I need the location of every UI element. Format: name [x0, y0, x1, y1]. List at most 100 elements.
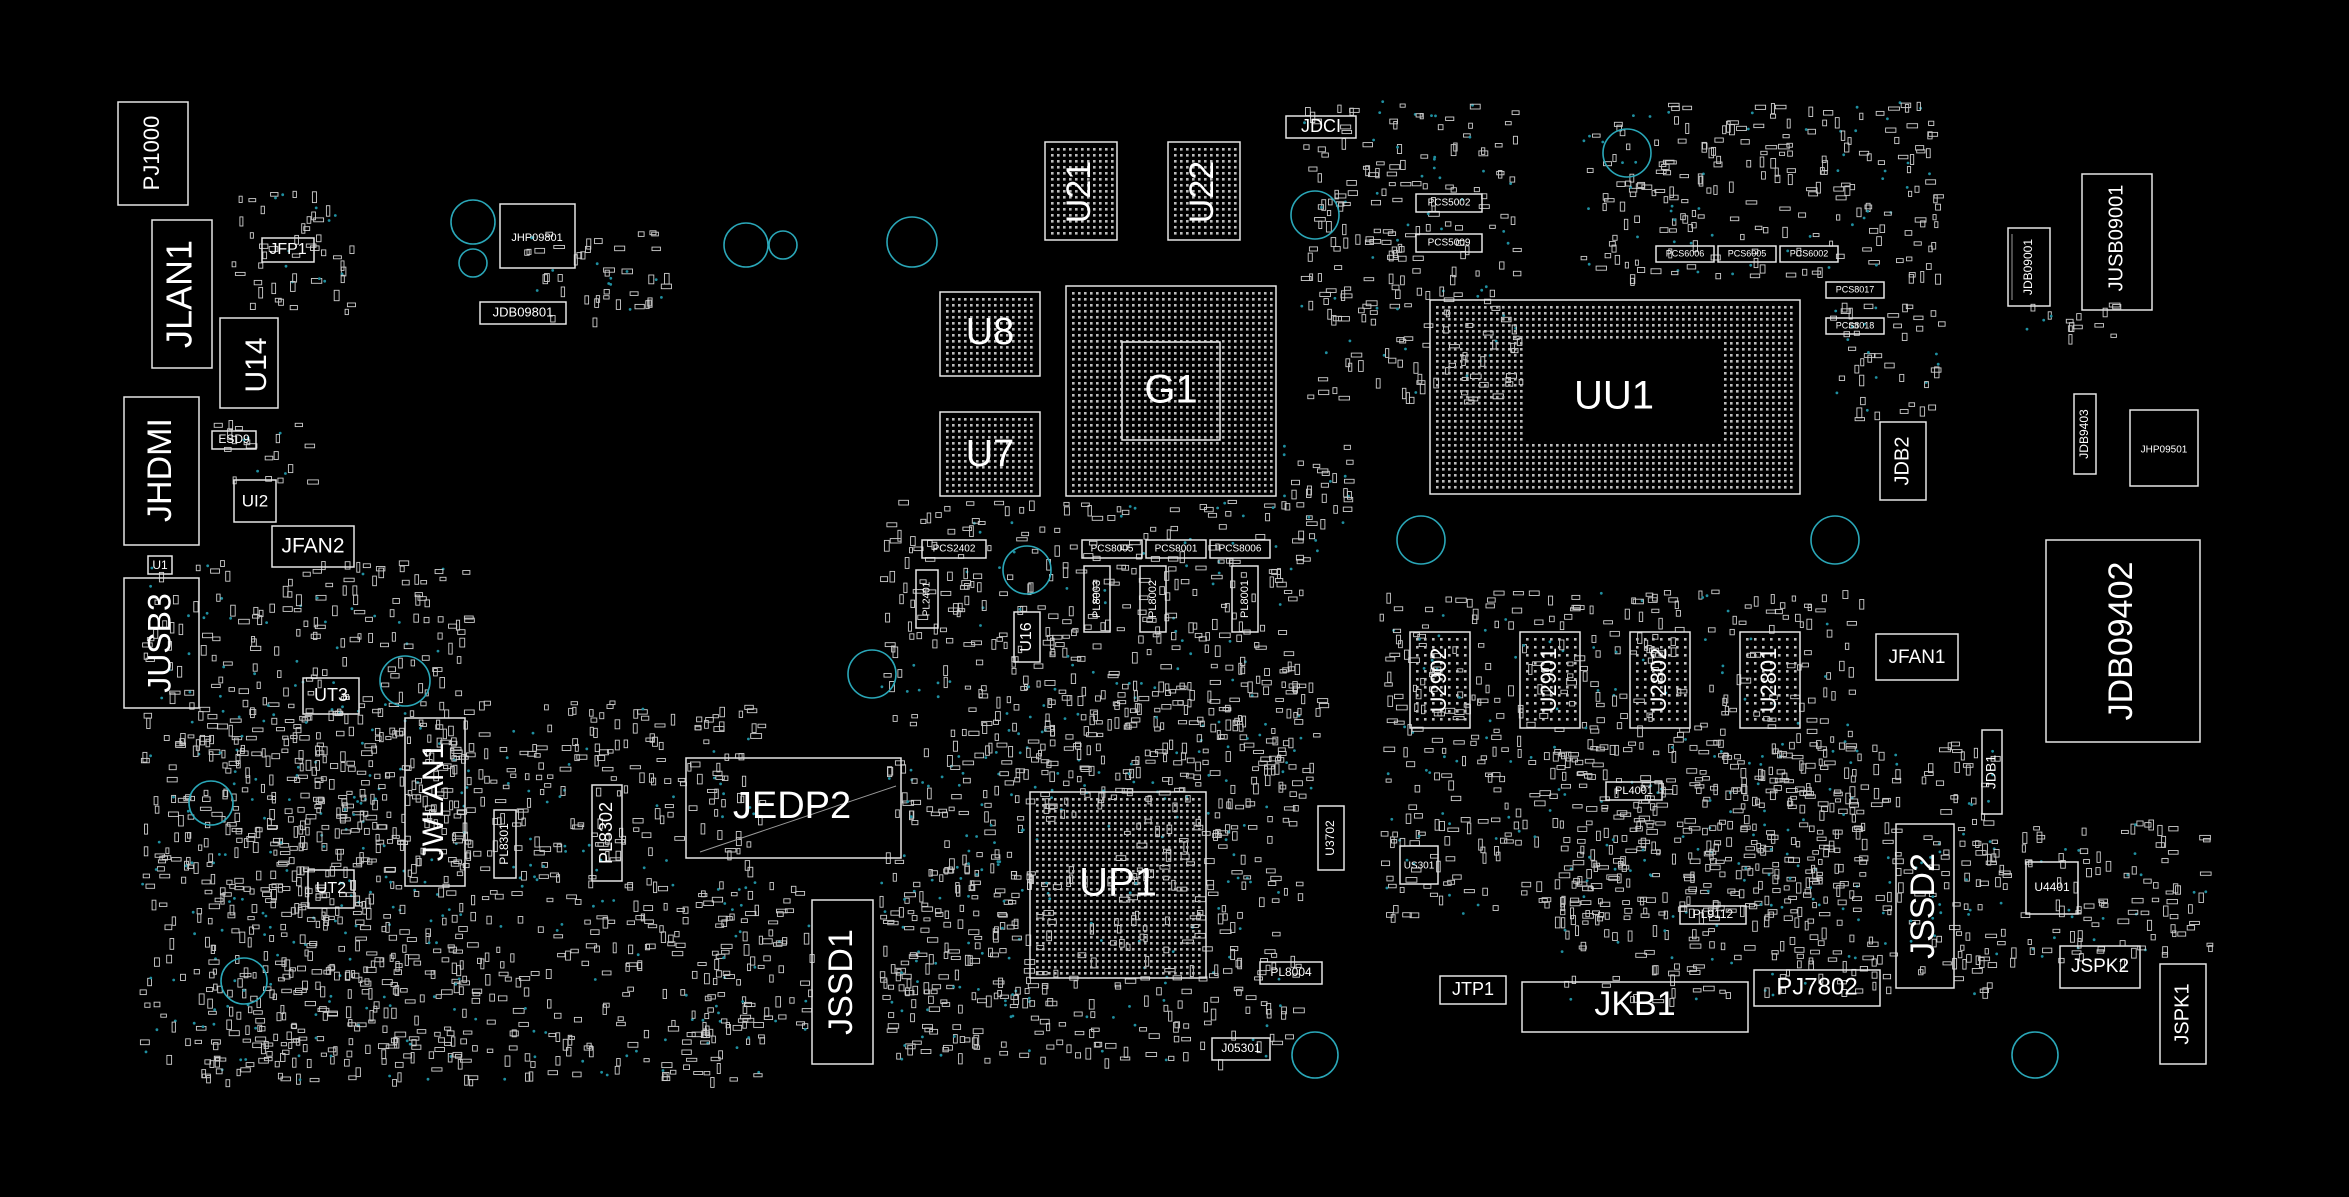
- smd-pad: [498, 971, 509, 977]
- smd-pad: [342, 585, 347, 596]
- smd-pad: [243, 967, 249, 979]
- bga-ball: [1072, 352, 1075, 355]
- via: [719, 782, 722, 786]
- via: [1465, 374, 1469, 378]
- via: [975, 873, 979, 876]
- smd-pad: [514, 845, 523, 851]
- smd-pad: [390, 673, 400, 679]
- via: [1749, 263, 1753, 267]
- bga-ball: [1246, 316, 1249, 319]
- via: [1763, 809, 1766, 813]
- via: [318, 277, 321, 280]
- smd-pad: [441, 828, 447, 835]
- smd-pad: [236, 1011, 242, 1020]
- smd-pad: [342, 802, 348, 812]
- smd-pad: [616, 1021, 626, 1027]
- smd-pad: [417, 596, 427, 601]
- via: [1988, 840, 1992, 843]
- smd-pad: [555, 1032, 561, 1042]
- bga-ball: [1204, 310, 1207, 313]
- smd-pad: [455, 619, 461, 631]
- via: [435, 893, 439, 896]
- smd-pad: [431, 1067, 443, 1072]
- via: [348, 957, 352, 961]
- via: [237, 715, 241, 719]
- smd-pad: [435, 994, 442, 999]
- via: [365, 1006, 369, 1010]
- smd-pad: [207, 713, 218, 720]
- smd-pad: [387, 666, 396, 673]
- smd-pad: [594, 743, 601, 753]
- smd-pad: [456, 871, 464, 877]
- bga-ball: [1258, 358, 1261, 361]
- smd-pad: [269, 603, 275, 613]
- smd-pad: [547, 1070, 558, 1076]
- via: [1480, 288, 1484, 292]
- via: [220, 928, 224, 932]
- smd-pad: [322, 755, 327, 764]
- bga-ball: [1114, 358, 1117, 361]
- smd-pad: [471, 988, 483, 994]
- bga-ball: [1204, 352, 1207, 355]
- smd-pad: [441, 957, 450, 963]
- smd-pad: [589, 709, 594, 717]
- smd-pad: [614, 739, 620, 751]
- smd-pad: [314, 804, 322, 810]
- via: [1846, 338, 1850, 341]
- smd-pad: [472, 991, 481, 997]
- smd-pad: [211, 654, 217, 662]
- via: [1744, 866, 1748, 870]
- smd-pad: [320, 776, 327, 782]
- bga-ball: [1138, 298, 1141, 301]
- smd-pad: [466, 942, 479, 948]
- via: [244, 1058, 248, 1061]
- via: [903, 898, 906, 901]
- smd-pad: [208, 853, 214, 863]
- smd-pad: [306, 1058, 312, 1069]
- bga-ball: [1138, 346, 1141, 349]
- smd-pad: [186, 856, 191, 865]
- bga-ball: [1150, 334, 1153, 337]
- via: [1721, 664, 1725, 668]
- smd-pad: [662, 988, 667, 999]
- smd-pad: [573, 1016, 582, 1023]
- smd-pad: [166, 954, 173, 964]
- smd-pad: [561, 745, 572, 751]
- bga-ball: [1120, 328, 1123, 331]
- smd-pad: [299, 763, 304, 772]
- via: [354, 924, 358, 928]
- smd-pad: [489, 890, 498, 895]
- via: [1299, 736, 1303, 740]
- via: [1133, 1023, 1137, 1027]
- smd-pad: [292, 732, 298, 744]
- via: [1701, 596, 1705, 599]
- bga-ball: [1114, 292, 1117, 295]
- via: [1853, 956, 1857, 960]
- via: [241, 897, 244, 901]
- smd-pad: [451, 737, 457, 747]
- via: [1582, 895, 1586, 899]
- smd-pad: [288, 578, 293, 587]
- bga-ball: [1084, 310, 1087, 313]
- smd-pad: [418, 719, 424, 726]
- smd-pad: [159, 855, 168, 861]
- smd-pad: [211, 811, 223, 817]
- smd-pad: [195, 739, 200, 751]
- via: [636, 953, 640, 957]
- via: [753, 881, 757, 884]
- smd-pad: [234, 812, 241, 823]
- smd-pad: [623, 739, 629, 749]
- smd-pad: [189, 702, 195, 710]
- via: [558, 795, 562, 798]
- bga-ball: [1150, 310, 1153, 313]
- bga-ball: [1108, 328, 1111, 331]
- smd-pad: [463, 615, 474, 620]
- bga-ball: [1084, 322, 1087, 325]
- smd-pad: [486, 915, 492, 925]
- smd-pad: [447, 944, 455, 949]
- bga-ball: [1180, 358, 1183, 361]
- smd-pad: [218, 676, 224, 684]
- smd-pad: [403, 643, 414, 650]
- via: [723, 902, 727, 905]
- via: [2077, 849, 2081, 852]
